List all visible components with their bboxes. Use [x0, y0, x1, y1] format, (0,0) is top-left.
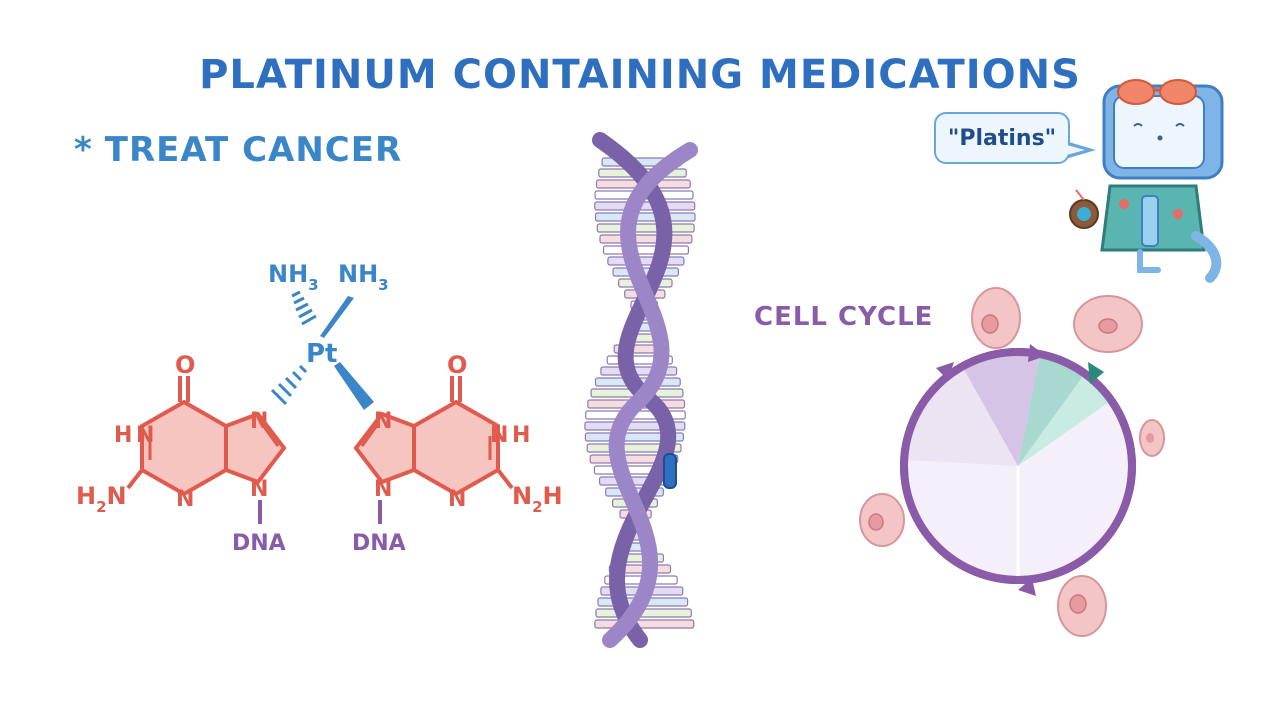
- mascot-tie: [1141, 195, 1159, 247]
- guanine-right-dna-label: DNA: [352, 531, 406, 556]
- guanine-left-amine: H2N: [76, 482, 127, 516]
- dna-base-pair: [602, 245, 690, 255]
- dna-helix: [584, 132, 698, 648]
- cell-cycle-arrow-4: [1018, 578, 1036, 596]
- guanine-left-n9: N: [250, 477, 268, 502]
- mascot-eye-left: [1133, 123, 1143, 127]
- wedge-bond-guanine-right: [334, 362, 374, 410]
- guanine-left-n3: N: [176, 487, 194, 512]
- cell-right-small: [1139, 419, 1165, 457]
- cell-cycle-sector-g2: [1018, 354, 1086, 466]
- guanine-left-oxygen: O: [175, 351, 195, 379]
- dna-base-pair: [607, 256, 685, 266]
- mascot-mouth: [1157, 135, 1163, 141]
- guanine-left-dna-label: DNA: [232, 531, 286, 556]
- guanine-right: O N H N N N N2H DNA: [352, 351, 563, 556]
- cell-cycle-sector-m: [1018, 372, 1112, 466]
- guanine-left-amine-bond: [126, 468, 144, 490]
- cell-left: [859, 493, 905, 547]
- coconut-straw-top: [1077, 207, 1091, 221]
- cell-cycle-label: CELL CYCLE: [754, 302, 934, 332]
- guanine-left-double-bond-2: [260, 423, 280, 447]
- guanine-right-n1-h: H: [512, 423, 530, 448]
- hashed-bond-guanine-left: [270, 364, 308, 406]
- dna-base-pair: [599, 234, 693, 244]
- guanine-left-n1: N: [136, 423, 154, 448]
- mascot-eye-right: [1175, 123, 1185, 127]
- guanine-left-six-ring: [140, 399, 228, 497]
- dna-base-pair: [594, 201, 696, 211]
- guanine-right-n3: N: [448, 487, 466, 512]
- cells: [859, 287, 1165, 637]
- bullet-treat-cancer: * TREAT CANCER: [74, 130, 402, 170]
- platinum-complex: Pt NH3 NH3: [268, 260, 389, 410]
- dna-base-pair: [594, 212, 696, 222]
- dna-strand-front: [602, 142, 698, 648]
- guanine-right-oxygen: O: [447, 351, 467, 379]
- guanine-left: O N H N N N H2N DNA: [76, 351, 287, 556]
- bullet-star: *: [74, 130, 93, 170]
- speech-bubble: "Platins": [934, 112, 1070, 164]
- guanine-right-n7: N: [374, 409, 392, 434]
- guanine-left-n1-h: H: [114, 423, 132, 448]
- guanine-left-five-ring: [224, 411, 287, 485]
- mascot-arm: [1191, 231, 1222, 283]
- guanine-right-five-ring: [353, 411, 416, 485]
- cell-cycle-arrow-3: [1088, 362, 1104, 384]
- guanine-right-six-ring: [412, 399, 500, 497]
- cell-cycle-sector-s: [962, 351, 1040, 466]
- cell-bottom: [1057, 575, 1107, 637]
- hashed-bond-ammine-left: [291, 290, 317, 326]
- cell-cycle-diagram: [900, 344, 1136, 596]
- page-title: PLATINUM CONTAINING MEDICATIONS: [199, 52, 1081, 98]
- guanine-right-amine: N2H: [512, 482, 563, 516]
- cell-cycle-outline: [900, 348, 1136, 584]
- dna-base-pair: [596, 223, 695, 233]
- shirt-flower-1: [1119, 199, 1129, 209]
- dna-crosslink-marker: [663, 453, 677, 489]
- cell-top-left: [971, 287, 1021, 349]
- shirt-flower-2: [1173, 209, 1183, 219]
- ammine-right-label: NH3: [338, 260, 389, 294]
- speech-bubble-tail-inner: [1063, 144, 1085, 156]
- guanine-right-n1: N: [490, 423, 508, 448]
- mascot-screen: [1113, 95, 1205, 169]
- guanine-right-n9: N: [374, 477, 392, 502]
- cell-cycle-arrow-2: [1028, 344, 1046, 362]
- dna-base-pair: [594, 619, 695, 629]
- guanine-right-amine-bond: [496, 468, 514, 490]
- guanine-left-n7: N: [250, 409, 268, 434]
- sunglasses-icon: [1117, 79, 1197, 105]
- coconut-straw: [1075, 189, 1085, 201]
- mascot-character: [1069, 79, 1224, 283]
- guanine-right-double-bond-2: [360, 423, 380, 447]
- ammine-left-label: NH3: [268, 260, 319, 294]
- platinum-atom: Pt: [306, 339, 337, 369]
- wedge-bond-ammine-right: [320, 296, 354, 338]
- mascot-leg: [1137, 249, 1161, 273]
- cell-top-right: [1073, 295, 1143, 353]
- bullet-text: TREAT CANCER: [104, 130, 403, 170]
- cell-cycle-arrow-1: [936, 362, 954, 380]
